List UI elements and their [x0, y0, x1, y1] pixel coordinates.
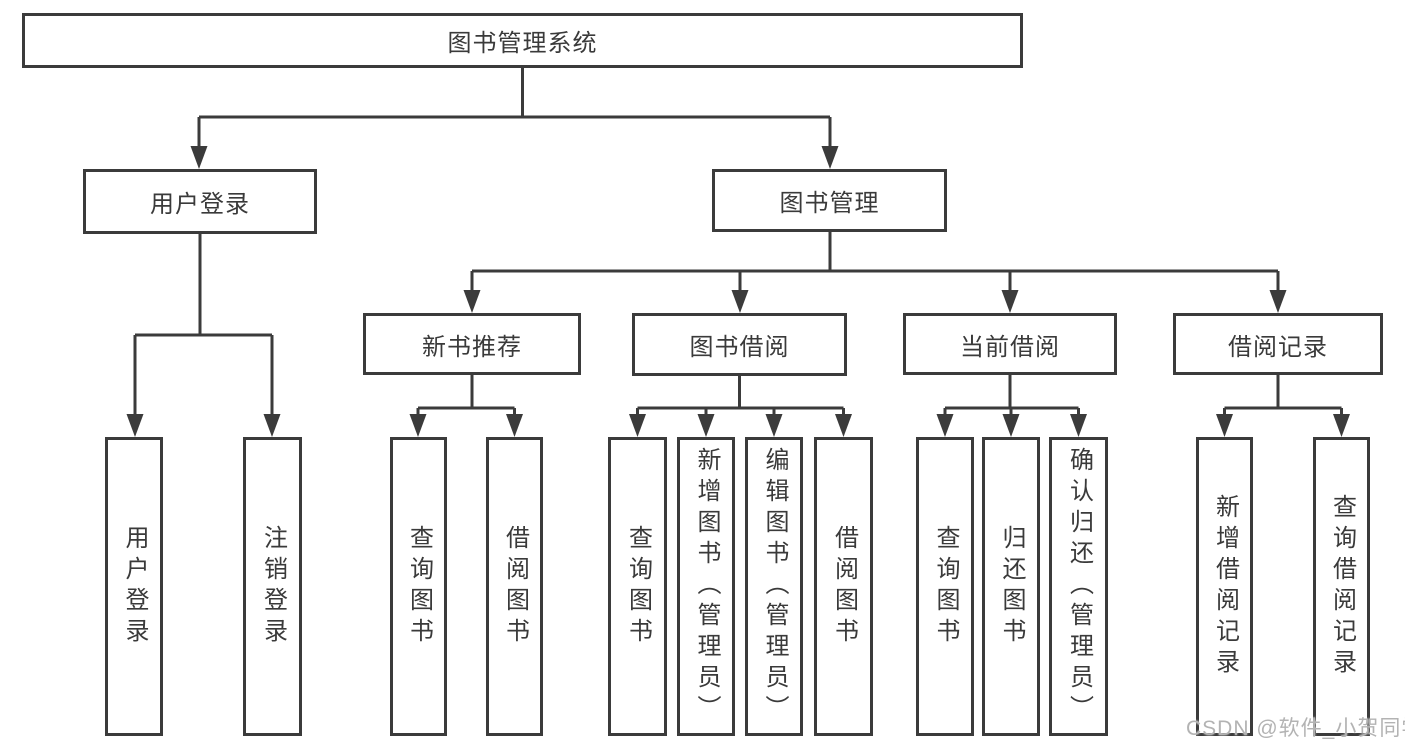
node-library-management-system: 图书管理系统	[22, 13, 1023, 68]
connector-new-books-split	[416, 375, 516, 420]
leaf-borrow-books-recommend: 借阅图书	[486, 437, 543, 736]
node-book-management: 图书管理	[712, 169, 947, 232]
leaf-user-login: 用户登录	[105, 437, 163, 736]
node-book-borrow: 图书借阅	[632, 313, 847, 376]
leaf-query-books-borrow: 查询图书	[608, 437, 667, 736]
leaf-query-books-recommend: 查询图书	[390, 437, 447, 736]
leaf-add-borrow-record: 新增借阅记录	[1196, 437, 1253, 736]
node-new-book-recommend: 新书推荐	[363, 313, 581, 375]
leaf-confirm-return-admin: 确认归还（管理员）	[1049, 437, 1108, 736]
node-current-borrow: 当前借阅	[903, 313, 1117, 375]
leaf-query-borrow-record: 查询借阅记录	[1313, 437, 1370, 736]
connector-user-login-split	[133, 234, 274, 420]
watermark: CSDN @软件_小贺同学	[1186, 717, 1405, 740]
node-user-login: 用户登录	[83, 169, 317, 234]
leaf-borrow-books: 借阅图书	[814, 437, 873, 736]
leaf-add-books-admin: 新增图书（管理员）	[677, 437, 735, 736]
leaf-return-books: 归还图书	[982, 437, 1040, 736]
leaf-query-books-current: 查询图书	[916, 437, 974, 736]
connector-root-split	[197, 68, 832, 152]
connector-current-borrow-split	[943, 375, 1080, 420]
node-borrow-records: 借阅记录	[1173, 313, 1383, 375]
connector-borrow-records-split	[1223, 375, 1343, 420]
connector-book-management-split	[470, 232, 1280, 296]
leaf-logout: 注销登录	[243, 437, 302, 736]
leaf-edit-books-admin: 编辑图书（管理员）	[745, 437, 803, 736]
connector-book-borrow-split	[636, 375, 845, 420]
